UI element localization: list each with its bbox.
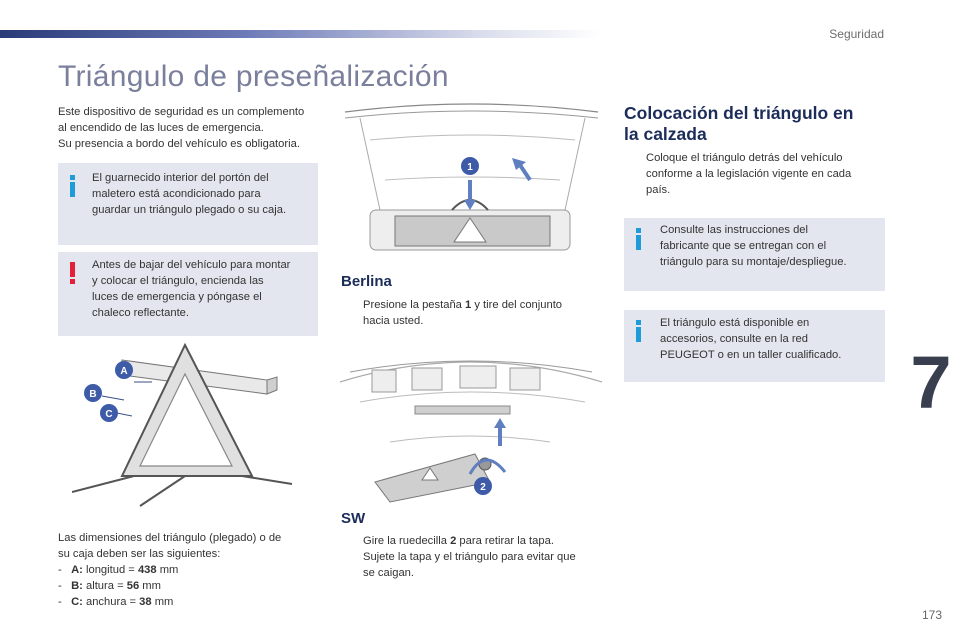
note-line: luces de emergencia y póngase el (92, 291, 262, 303)
warning-triangle-illustration: A B C (72, 342, 293, 507)
figure-label-1: 1 (467, 162, 473, 173)
chapter-number: 7 (910, 341, 952, 424)
colocacion-instruction: Coloque el triángulo detrás del vehículo… (624, 150, 886, 198)
info-icon (70, 175, 75, 197)
note-line: El guarnecido interior del portón del (92, 172, 269, 184)
note-line: fabricante que se entregan con el (660, 240, 827, 252)
sw-instruction-1: Gire la ruedecilla 2 para retirar la tap… (341, 533, 603, 549)
dimension-row-b: - B: altura = 56 mm (58, 580, 161, 592)
info-note-instructions: Consulte las instrucciones del fabricant… (624, 218, 885, 291)
warning-icon (70, 262, 75, 284)
note-line: triángulo para su montaje/despliegue. (660, 256, 847, 268)
page-number: 173 (921, 608, 942, 622)
intro-paragraph: Este dispositivo de seguridad es un comp… (58, 104, 304, 152)
note-line: chaleco reflectante. (92, 307, 190, 319)
note-line: Consulte las instrucciones del (660, 224, 808, 236)
note-line: Antes de bajar del vehículo para montar (92, 259, 291, 271)
sw-instruction-2: Sujete la tapa y el triángulo para evita… (341, 549, 603, 581)
dimensions-intro-line: Las dimensiones del triángulo (plegado) … (58, 532, 282, 544)
sw-tailgate-illustration: 2 (340, 360, 602, 503)
dimensions-list: Las dimensiones del triángulo (plegado) … (58, 530, 281, 610)
page-title: Triángulo de preseñalización (58, 60, 449, 93)
info-note-accessories: El triángulo está disponible en accesori… (624, 310, 885, 382)
note-line: y colocar el triángulo, encienda las (92, 275, 264, 287)
info-icon (636, 320, 641, 342)
berlina-tailgate-illustration: 1 (344, 103, 599, 251)
label-b: B (89, 389, 96, 400)
berlina-instruction: Presione la pestaña 1 y tire del conjunt… (341, 297, 603, 329)
label-c: C (105, 409, 112, 420)
info-icon (636, 228, 641, 250)
intro-line: Su presencia a bordo del vehículo es obl… (58, 138, 300, 150)
intro-line: Este dispositivo de seguridad es un comp… (58, 106, 305, 118)
berlina-instruction-text: Presione la pestaña 1 y tire del conjunt… (363, 299, 563, 327)
note-line: El triángulo está disponible en (660, 317, 810, 329)
info-note-storage: El guarnecido interior del portón del ma… (58, 163, 318, 245)
header-gradient-bar (0, 30, 600, 38)
warning-note: Antes de bajar del vehículo para montar … (58, 252, 318, 336)
berlina-heading: Berlina (341, 273, 392, 290)
label-a-badge (115, 361, 133, 379)
note-line: accesorios, consulte en la red (660, 333, 809, 345)
label-a: A (120, 366, 127, 377)
dimensions-intro-line: su caja deben ser las siguientes: (58, 548, 221, 560)
sw-instruction-2-text: Sujete la tapa y el triángulo para evita… (363, 551, 576, 579)
dimension-row-c: - C: anchura = 38 mm (58, 596, 174, 608)
intro-line: al encendido de las luces de emergencia. (58, 122, 264, 134)
sw-heading: SW (341, 510, 366, 527)
section-title: Seguridad (829, 27, 884, 41)
note-line: guardar un triángulo plegado o su caja. (92, 204, 287, 216)
label-c-badge (100, 404, 118, 422)
figure-label-2: 2 (480, 482, 486, 493)
sw-instruction-1-text: Gire la ruedecilla 2 para retirar la tap… (363, 535, 554, 547)
note-line: maletero está acondicionado para (92, 188, 261, 200)
note-line: PEUGEOT o en un taller cualificado. (660, 349, 842, 361)
label-b-badge (84, 384, 102, 402)
colocacion-instruction-text: Coloque el triángulo detrás del vehículo… (646, 152, 852, 196)
dimension-row-a: - A: longitud = 438 mm (58, 564, 179, 576)
